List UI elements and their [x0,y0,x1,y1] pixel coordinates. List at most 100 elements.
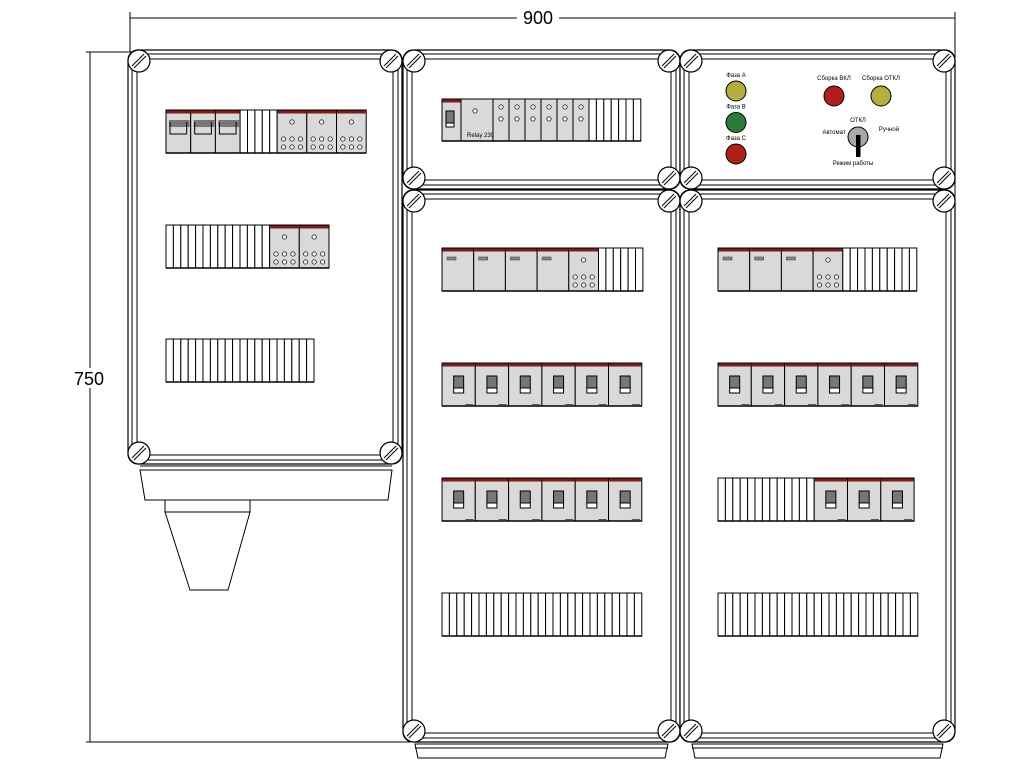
terminal-screw-icon [273,259,279,265]
indicator-window [478,256,488,261]
screw-slot [663,725,677,739]
blank-cover [871,247,881,292]
blank-cover [187,338,197,383]
breaker-module [784,362,819,407]
module-stripe [781,248,813,252]
screw-slot [936,723,950,737]
module-stripe [569,248,598,252]
terminal-screw-icon [281,251,288,257]
contactor-body [504,247,538,292]
blank-cover [595,98,605,142]
breaker-module [850,362,886,407]
module-stripe [442,248,474,252]
blank-cover [850,592,860,637]
contactor-body [717,247,751,292]
blank-cover [610,98,620,142]
blank-cover [574,592,584,637]
module-stripe [475,363,509,367]
blank-cover [298,338,308,383]
blank-cover [276,338,285,383]
din-row [717,477,915,522]
breaker-toggle-base [553,387,565,394]
screw-slot [385,447,399,461]
blank-cover [717,592,726,637]
terminal-screw-icon [578,116,584,122]
breaker-toggle-base [862,387,874,394]
terminal-screw-icon [816,274,823,280]
terminal-screw-icon [498,104,504,110]
blank-cover [633,592,643,637]
toggle-icon [169,122,188,135]
breaker-toggle-base [519,387,531,394]
blank-cover [732,592,741,637]
breaker-toggle-base [858,502,870,509]
breaker-toggle-icon [729,375,741,389]
toggle-icon [194,122,212,135]
screw-slot [936,53,950,67]
cable-gland-icon [164,511,251,591]
blank-cover [232,338,241,383]
breaker-toggle-base [895,387,907,394]
module-stripe [848,478,881,482]
terminal-screw-icon [833,274,840,280]
enclosure-door [411,198,672,734]
din-row [717,592,919,637]
screw-slot [685,172,699,186]
module-stripe [813,248,843,252]
blank-cover [724,477,734,522]
breaker-toggle-base [829,387,841,394]
screw-slot [683,193,697,207]
screw-slot [408,172,422,186]
relay-label: Relay 230 [467,133,495,139]
breaker-toggle-icon [486,375,498,389]
module-stripe [609,363,642,367]
enclosure-door [411,58,672,181]
screw-slot [385,55,399,69]
terminal-screw-icon [311,259,317,265]
breaker-toggle-base [519,502,531,509]
breaker-toggle-icon [619,375,631,389]
rcd-module [336,109,367,154]
din-row [441,592,643,637]
blank-cover [283,338,293,383]
blank-cover [626,592,635,637]
blank-cover [620,247,629,292]
breaker-toggle-base [586,502,598,509]
screw-slot [406,193,420,207]
breaker-module [750,362,786,407]
blank-cover [596,592,606,637]
twodot-module [556,98,574,142]
breaker-toggle-base [729,387,741,394]
module-stripe [270,225,299,229]
breaker-module [474,477,510,522]
indicator-window [786,256,796,261]
rcd-module [812,247,844,292]
breaker-toggle-icon [486,490,498,504]
breaker-toggle-base [553,502,565,509]
phase-lamp-icon [725,143,747,165]
screw-slot [938,725,952,739]
terminal-screw-icon [340,136,346,142]
terminal-screw-icon [280,144,287,150]
module-stripe [885,363,918,367]
terminal-screw-icon [310,136,316,142]
terminal-screw-icon [327,136,333,142]
blank-cover [791,592,800,637]
breaker-toggle-base [453,387,465,394]
screw-icon [679,189,703,213]
breaker-toggle-base [486,502,498,509]
module-group-right-bottom [717,247,919,637]
blank-cover [515,592,524,637]
mcb3-module [214,109,241,154]
screw-icon [679,49,703,73]
blank-cover [769,477,778,522]
screw-slot [661,193,675,207]
blank-cover [217,224,226,269]
status-lamp-icon [870,85,892,107]
blank-cover [902,592,911,637]
terminal-screw-icon [581,257,587,263]
enclosure-edge [683,53,952,186]
screw-icon [127,441,151,465]
blank-cover [747,477,756,522]
